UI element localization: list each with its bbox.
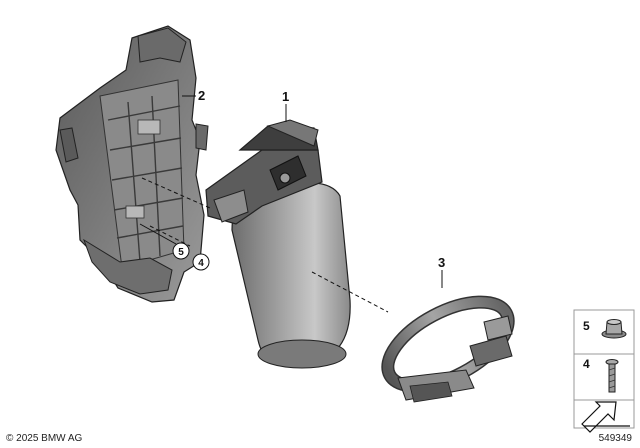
screw-icon <box>605 359 619 393</box>
callout-catalyst: 1 <box>282 89 289 104</box>
assembly-dash-lines <box>141 177 389 313</box>
callout-bracket: 2 <box>198 88 205 103</box>
side-number-5: 5 <box>583 319 590 333</box>
clamp-part <box>381 295 515 403</box>
diagram-id: 549349 <box>598 433 632 444</box>
circled-callout-5: 5 <box>172 242 190 260</box>
circled-callout-4: 4 <box>192 253 210 271</box>
catalyst-part <box>205 119 351 369</box>
circled-number-4: 4 <box>198 258 204 269</box>
side-number-4: 4 <box>583 357 590 371</box>
leader-lines <box>139 95 443 288</box>
copyright-text: © 2025 BMW AG <box>6 433 83 444</box>
callout-clamp: 3 <box>438 255 445 270</box>
nut-icon <box>601 319 627 339</box>
side-parts-panel: 5 4 <box>573 309 635 433</box>
circled-number-5: 5 <box>178 247 184 258</box>
bracket-part <box>55 25 209 303</box>
arrow-icon <box>581 401 630 433</box>
